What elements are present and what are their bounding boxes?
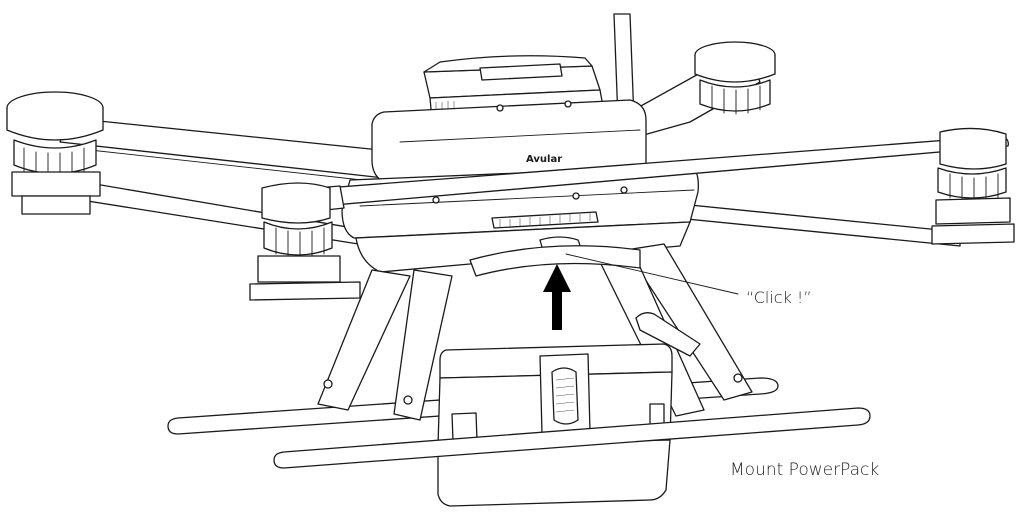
powerpack-battery [437,343,673,507]
motor-rear-left [6,91,104,215]
callout-leader-line [565,253,739,295]
landing-legs [317,243,753,421]
mount-powerpack-caption: Mount PowerPack [730,460,880,480]
mount-direction-arrow [543,264,571,330]
motor-front-right [931,127,1015,245]
click-callout-label: “Click !” [746,288,812,307]
brand-mark: Avular [526,154,562,165]
landing-skid-front [273,312,871,469]
motor-rear-right [694,41,776,115]
motor-front-left [249,182,361,301]
